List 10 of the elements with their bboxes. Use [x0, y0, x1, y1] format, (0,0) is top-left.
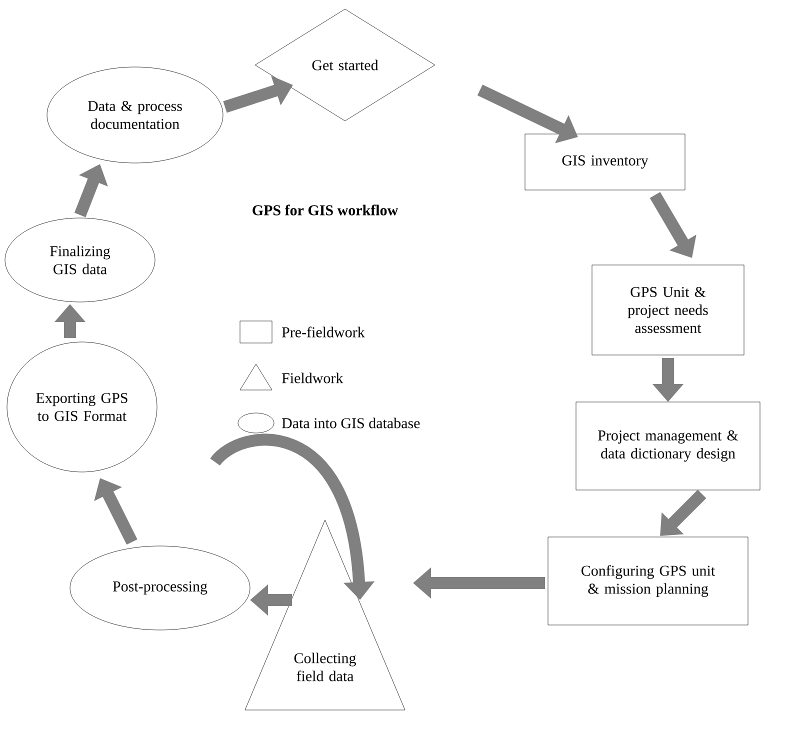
process-box: Configuring GPS unit & mission planning — [548, 536, 748, 626]
title: GPS for GIS workflow — [252, 204, 398, 216]
process-box: GPS Unit & project needs assessment — [592, 264, 744, 356]
process-box: Project management & data dictionary design — [576, 402, 760, 490]
legend-label: Data into GIS database — [282, 418, 420, 428]
legend-label: Pre-fieldwork — [282, 326, 365, 338]
process-box: GIS inventory — [524, 134, 686, 190]
legend-label: Fieldwork — [282, 372, 344, 384]
block-arrow — [660, 490, 706, 536]
triangle-node: Collecting field data — [244, 520, 406, 710]
